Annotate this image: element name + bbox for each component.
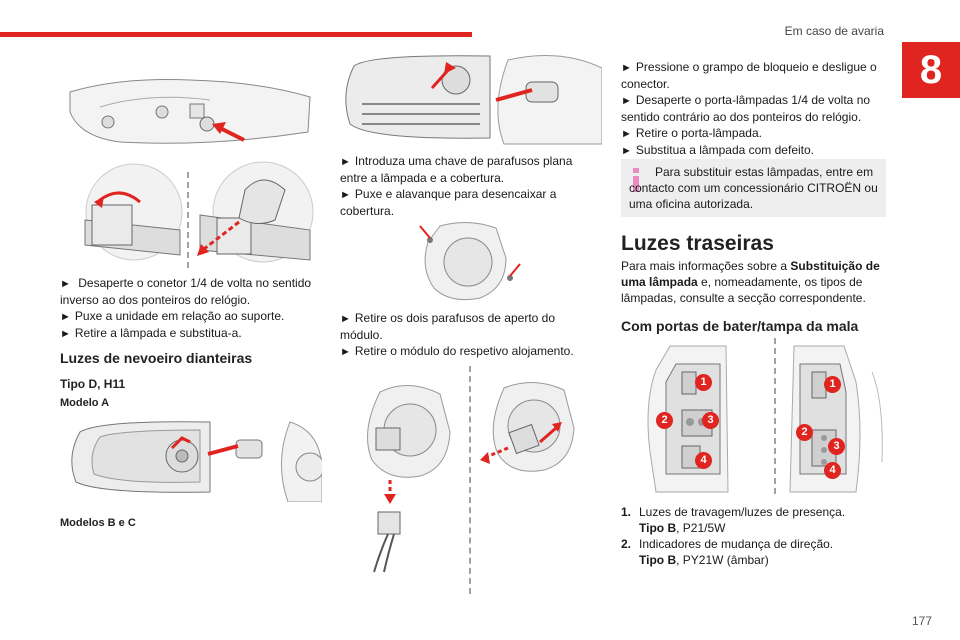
rear-lights-intro: Para mais informações sobre a Substituiç… xyxy=(621,259,880,305)
col1-step-2: ►Puxe a unidade em relação ao suporte. xyxy=(60,309,285,323)
fog-lamp-cover-illustration xyxy=(340,48,602,146)
fog-module-screws-illustration xyxy=(410,218,526,304)
connector-rotate-illustration xyxy=(80,160,188,270)
page-number: 177 xyxy=(912,614,933,628)
col2-steps-b: ►Retire os dois parafusos de aperto do m… xyxy=(340,310,585,360)
fog-module-remove-right-illustration xyxy=(480,372,588,482)
col3-step-4: ►Substitua a lâmpada com defeito. xyxy=(621,143,814,157)
chapter-badge: 8 xyxy=(902,42,960,98)
fog-module-remove-left-illustration xyxy=(350,372,462,582)
info-icon xyxy=(633,168,639,192)
callout-1-left: 1 xyxy=(695,374,712,391)
callout-4-left: 4 xyxy=(695,452,712,469)
connector-pull-illustration xyxy=(197,160,315,272)
col2-steps-a: ►Introduza uma chave de parafusos plana … xyxy=(340,153,585,219)
column-divider xyxy=(469,366,471,594)
col2-step-3: ►Retire os dois parafusos de aperto do m… xyxy=(340,311,556,342)
col1-step-1: ► Desaperte o conetor 1/4 de volta no se… xyxy=(60,276,312,307)
bulb-list-item-1: 1.Luzes de travagem/luzes de presença. T… xyxy=(621,505,846,535)
rear-lamp-left-illustration xyxy=(636,342,740,498)
column-divider xyxy=(187,172,189,268)
col1-step-3: ►Retire a lâmpada e substitua-a. xyxy=(60,326,242,340)
bulb-list: 1.Luzes de travagem/luzes de presença. T… xyxy=(621,504,886,568)
col1-steps: ► Desaperte o conetor 1/4 de volta no se… xyxy=(60,275,320,342)
col3-step-3: ►Retire o porta-lâmpada. xyxy=(621,126,762,140)
callout-3-right: 3 xyxy=(828,438,845,455)
model-a-label: Modelo A xyxy=(60,397,110,409)
bulb-list-item-2: 2.Indicadores de mudança de direção. Tip… xyxy=(621,537,834,567)
fog-lamp-model-a-illustration xyxy=(60,412,322,502)
fog-lights-heading: Luzes de nevoeiro dianteiras xyxy=(60,350,253,366)
callout-4-right: 4 xyxy=(824,462,841,479)
model-bc-label: Modelos B e C xyxy=(60,517,136,529)
tailgate-subheading: Com portas de bater/tampa da mala xyxy=(621,318,859,334)
section-title: Em caso de avaria xyxy=(784,24,884,38)
col2-step-2: ►Puxe e alavanque para desencaixar a cob… xyxy=(340,187,557,218)
callout-3-left: 3 xyxy=(702,412,719,429)
header-accent-bar xyxy=(0,32,472,37)
info-box: Para substituir estas lâmpadas, entre em… xyxy=(621,159,886,217)
callout-2-left: 2 xyxy=(656,412,673,429)
callout-1-right: 1 xyxy=(824,376,841,393)
column-divider xyxy=(774,338,776,494)
intro-bold-link: Substituição de uma lâmpada xyxy=(621,259,880,289)
info-text: Para substituir estas lâmpadas, entre em… xyxy=(629,165,878,211)
callout-2-right: 2 xyxy=(796,424,813,441)
col3-step-1: ►Pressione o grampo de bloqueio e deslig… xyxy=(621,60,877,91)
col3-steps: ►Pressione o grampo de bloqueio e deslig… xyxy=(621,59,886,159)
rear-lights-heading: Luzes traseiras xyxy=(621,232,774,255)
col3-step-2: ►Desaperte o porta-lâmpadas 1/4 de volta… xyxy=(621,93,871,124)
headlamp-illustration xyxy=(60,72,320,152)
col2-step-4: ►Retire o módulo do respetivo alojamento… xyxy=(340,344,574,358)
col2-step-1: ►Introduza uma chave de parafusos plana … xyxy=(340,154,573,185)
fog-lights-type: Tipo D, H11 xyxy=(60,377,126,391)
